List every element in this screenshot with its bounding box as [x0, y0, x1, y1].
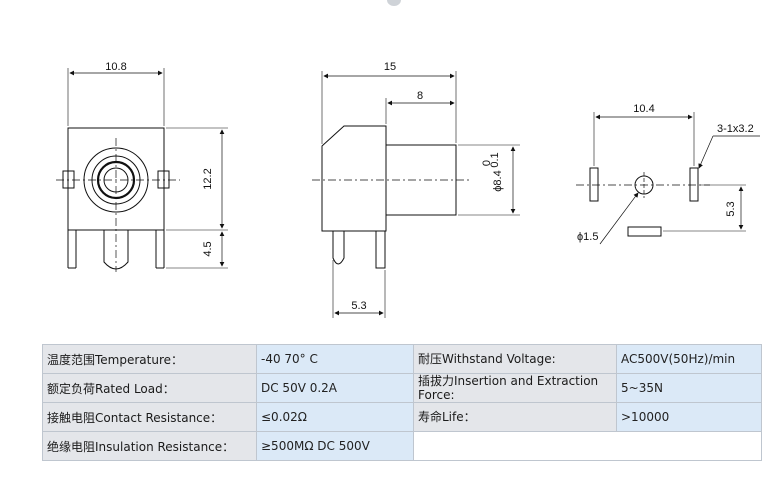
dim-front-width: 10.8 — [105, 61, 126, 73]
spec-label: 耐压Withstand Voltage: — [413, 344, 617, 374]
spec-value: ≤0.02Ω — [256, 402, 414, 432]
spec-value: ≥500MΩ DC 500V — [256, 431, 414, 461]
slot-callout: 3-1x3.2 — [717, 123, 754, 135]
side-view — [312, 71, 520, 318]
spec-table: 温度范围Temperature： -40 70° C 耐压Withstand V… — [42, 344, 762, 461]
table-row: 接触电阻Contact Resistance： ≤0.02Ω 寿命Life： >… — [42, 402, 762, 432]
spec-value: 5~35N — [616, 373, 762, 403]
hole-callout: ϕ1.5 — [577, 231, 598, 243]
spec-label: 绝缘电阻Insulation Resistance： — [42, 431, 257, 461]
dim-pin-spacing: 5.3 — [351, 300, 366, 312]
spec-value: AC500V(50Hz)/min — [616, 344, 762, 374]
front-view — [56, 68, 228, 272]
spec-label: 额定负荷Rated Load： — [42, 373, 257, 403]
tolerance-upper: 0 — [481, 160, 493, 166]
table-row: 绝缘电阻Insulation Resistance： ≥500MΩ DC 500… — [42, 431, 762, 461]
spec-label: 寿命Life： — [413, 402, 617, 432]
tolerance-lower: 0.1 — [489, 152, 501, 167]
table-row: 温度范围Temperature： -40 70° C 耐压Withstand V… — [42, 344, 762, 374]
spec-value: -40 70° C — [256, 344, 414, 374]
spec-label: 接触电阻Contact Resistance： — [42, 402, 257, 432]
dim-barrel-diameter: ϕ8.4 — [492, 170, 504, 191]
dim-barrel-length: 8 — [417, 90, 423, 102]
dim-footprint-offset: 5.3 — [725, 201, 737, 216]
table-row: 额定负荷Rated Load： DC 50V 0.2A 插拔力Insertion… — [42, 373, 762, 403]
dim-front-height: 12.2 — [202, 168, 214, 189]
spec-value: >10000 — [616, 402, 762, 432]
empty-cell — [413, 431, 762, 461]
spec-value: DC 50V 0.2A — [256, 373, 414, 403]
spec-label: 温度范围Temperature： — [42, 344, 257, 374]
dim-pin-length: 4.5 — [202, 241, 214, 256]
dim-side-length: 15 — [384, 61, 396, 73]
top-indicator — [387, 0, 401, 6]
dim-slot-span: 10.4 — [633, 103, 654, 115]
technical-drawing: 10.8 12.2 4.5 15 8 ϕ8.4 0 0.1 5.3 — [56, 61, 760, 318]
pcb-footprint — [576, 112, 760, 245]
spec-label: 插拔力Insertion and Extraction Force: — [413, 373, 617, 403]
